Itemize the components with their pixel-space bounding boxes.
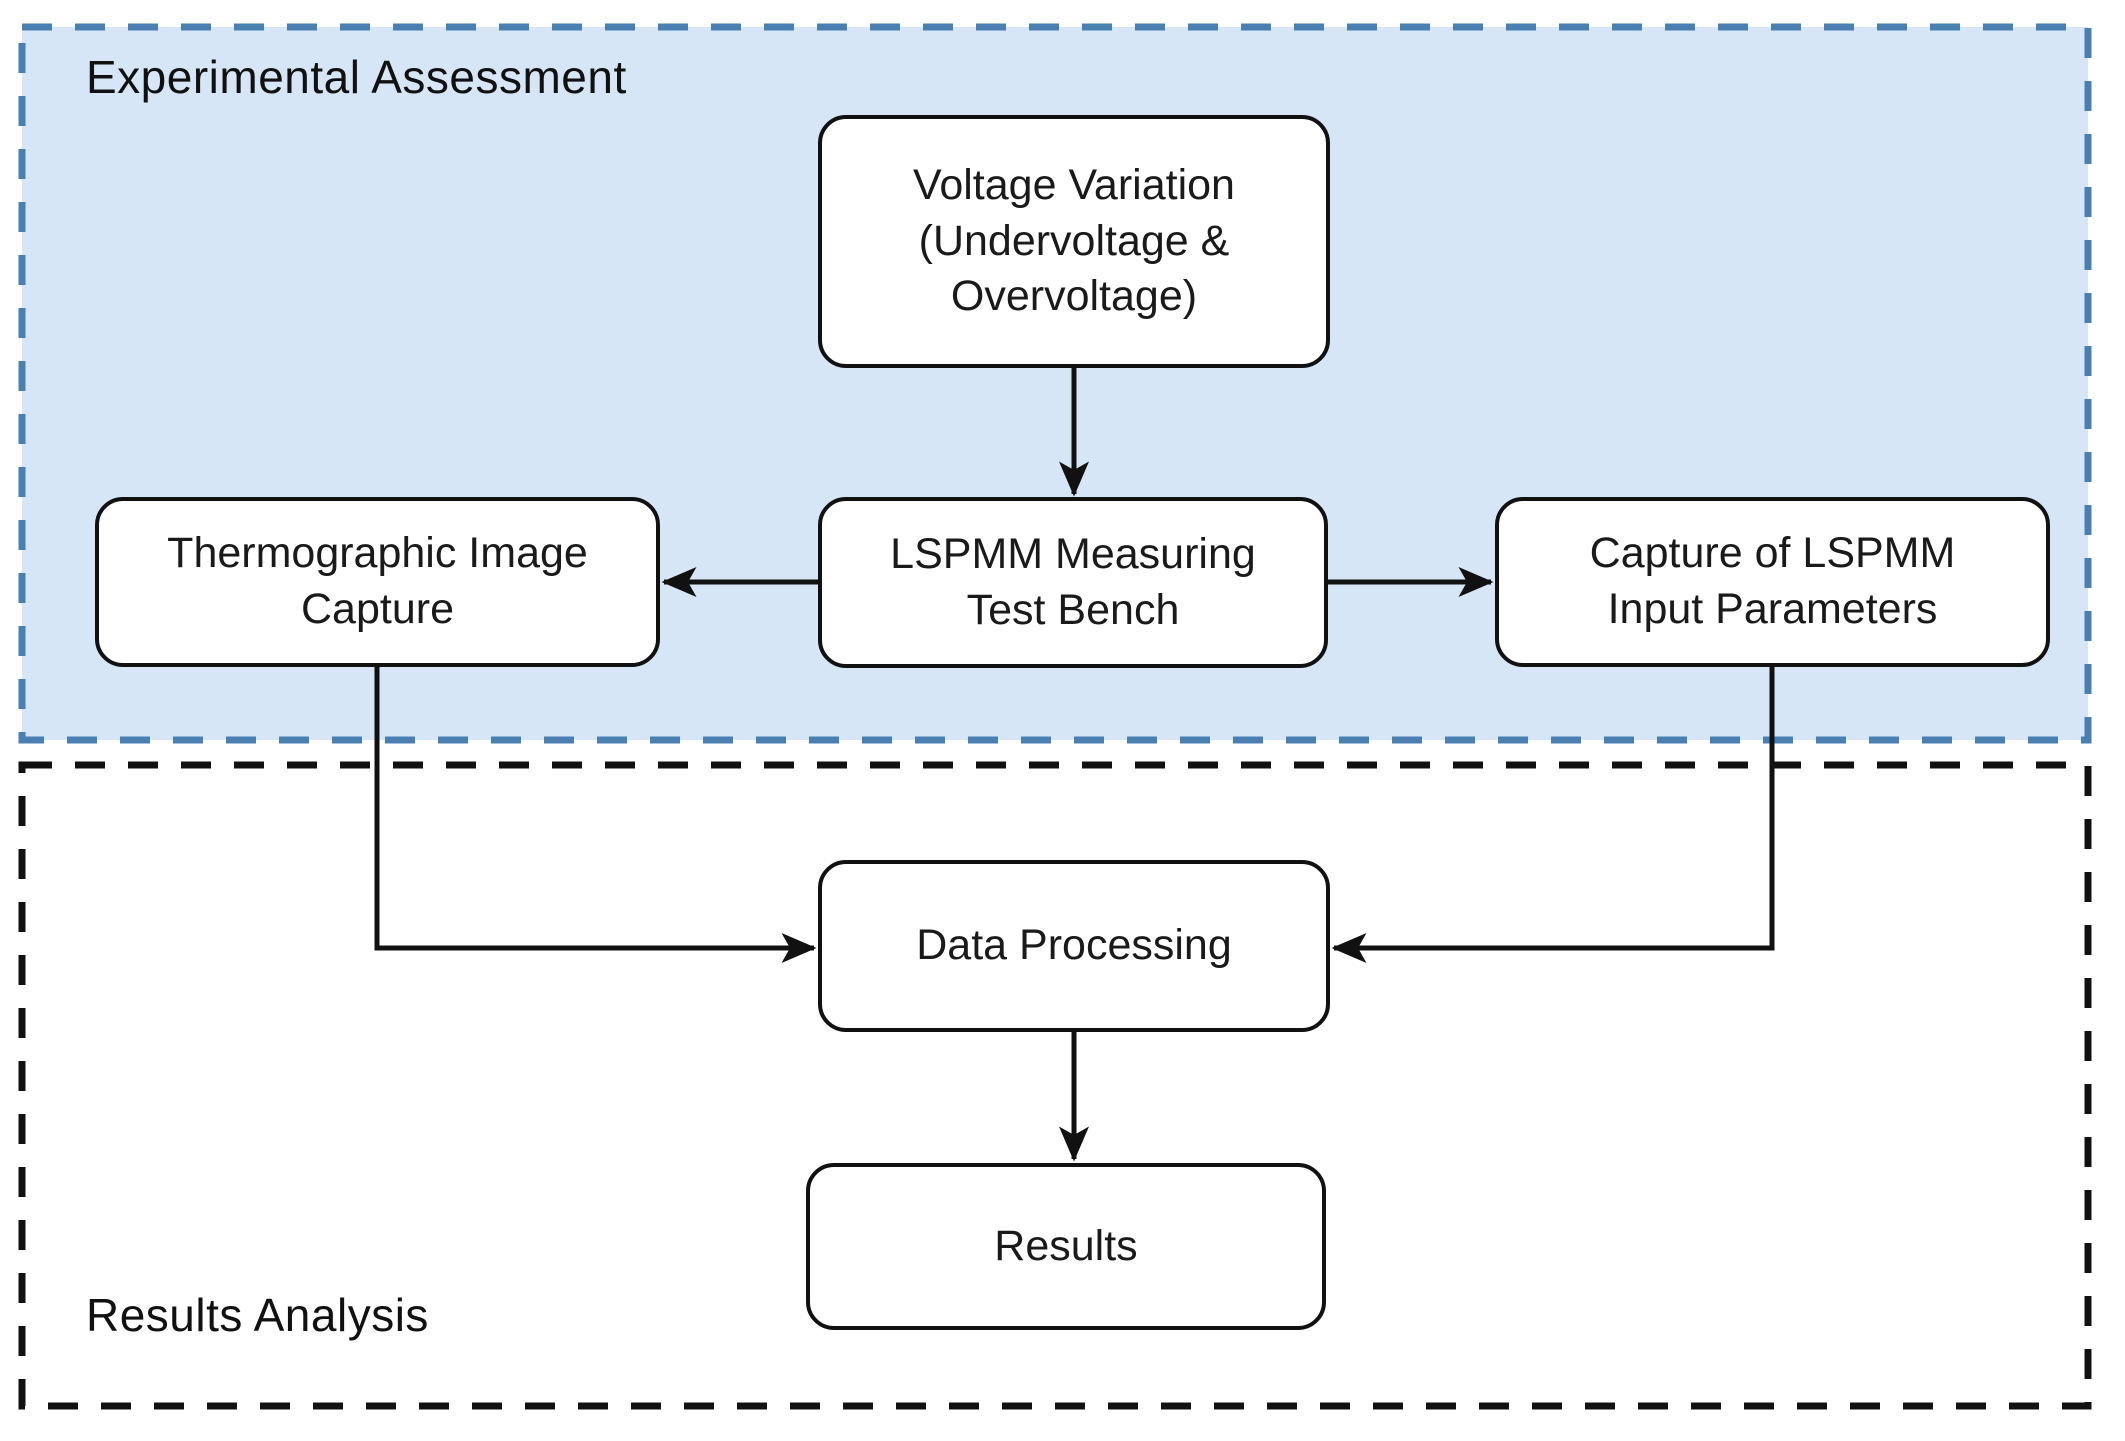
node-thermographic-image-capture: Thermographic Image Capture [95, 497, 660, 667]
arrow-capture-to-data-processing [1331, 665, 1775, 963]
node-data-processing: Data Processing [818, 860, 1330, 1032]
node-capture-lspmm-input-parameters: Capture of LSPMM Input Parameters [1495, 497, 2050, 667]
arrow-thermographic-to-data-processing [374, 665, 817, 963]
node-lspmm-measuring-test-bench: LSPMM Measuring Test Bench [818, 497, 1328, 668]
node-results: Results [806, 1163, 1326, 1330]
node-voltage-variation: Voltage Variation (Undervoltage & Overvo… [818, 115, 1330, 368]
results-analysis-label: Results Analysis [86, 1289, 429, 1341]
experimental-assessment-label: Experimental Assessment [86, 51, 627, 103]
